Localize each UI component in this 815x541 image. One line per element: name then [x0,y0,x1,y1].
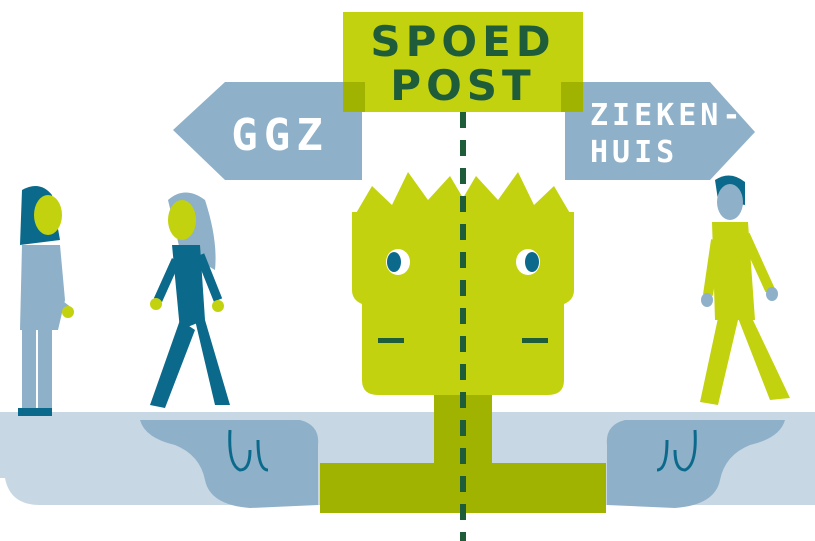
sign-ziekenhuis: ZIEKEN- HUIS [565,82,755,180]
sign-ggz: GGZ [173,82,362,180]
person-walking-man [700,175,790,405]
sign-ggz-label: GGZ [231,110,328,161]
person-walking-woman [150,193,230,409]
person-standing-woman [18,186,74,416]
sign-spoedpost-label-line2: POST [390,61,535,110]
sign-spoedpost: SPOED POST [343,12,583,112]
mouth-right [522,338,548,343]
sign-ziekenhuis-label-line1: ZIEKEN- [590,98,744,133]
sign-spoedpost-label-line1: SPOED [370,17,555,66]
sign-ziekenhuis-label-line2: HUIS [590,135,678,170]
mouth-left [378,338,404,343]
